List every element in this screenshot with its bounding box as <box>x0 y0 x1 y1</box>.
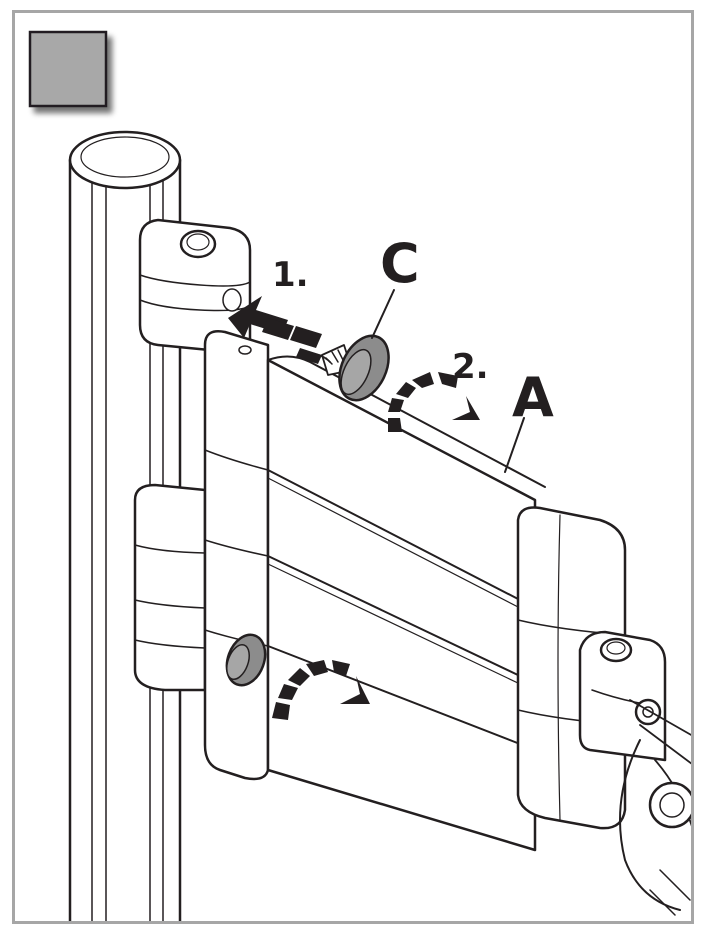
housing-A <box>203 330 627 852</box>
lower-rotate-arrow-icon <box>272 660 370 720</box>
step-1-label: 1. <box>272 255 309 295</box>
right-bracket <box>578 630 691 916</box>
dashed-arrow-left-icon <box>228 296 322 364</box>
leader-line-A <box>504 417 525 473</box>
step-2-label: 2. <box>452 347 489 387</box>
part-C-label: C <box>380 232 420 295</box>
upper-clamp <box>138 218 252 354</box>
part-A-label: A <box>512 366 554 429</box>
lower-clamp <box>133 483 207 692</box>
curved-rotate-arrow-icon <box>388 372 480 432</box>
lower-knob <box>225 633 267 687</box>
leader-line-C <box>371 289 395 339</box>
gray-square-icon <box>28 30 108 108</box>
